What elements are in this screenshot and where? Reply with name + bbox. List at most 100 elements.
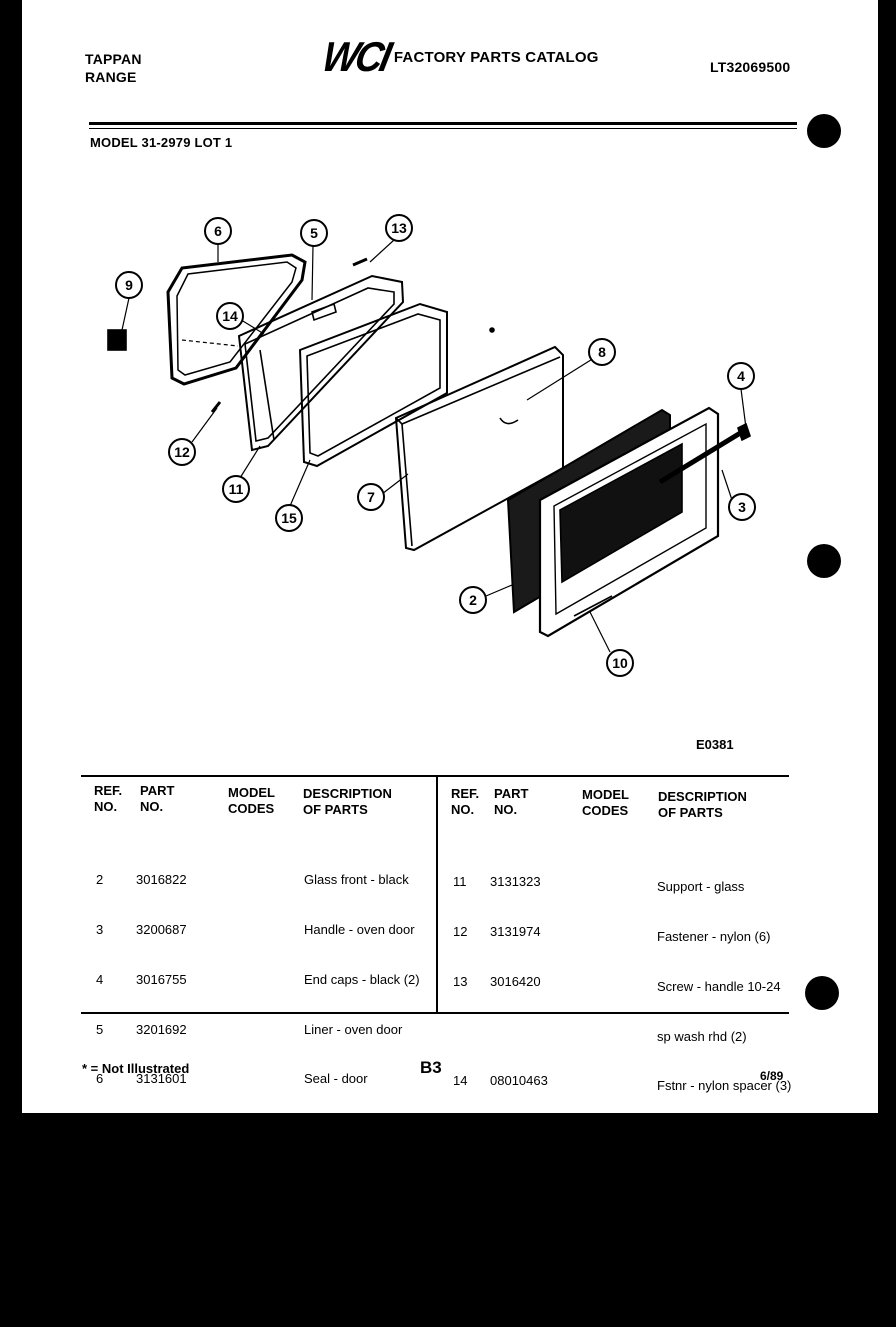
callout-numbers: 6 5 13 9 14 8 4 12 11 15 7 3 2 10 [125,220,746,671]
brand-block: TAPPAN RANGE [85,50,142,86]
description-cell: Support - glass [657,879,745,895]
header-model-codes: MODEL CODES [582,787,629,819]
callout-label: 13 [391,220,407,236]
header-description: DESCRIPTION OF PARTS [658,789,747,821]
ref-cell: 4 [96,971,104,987]
part-cell: 3131974 [490,923,541,939]
header-text: NO. [140,799,164,814]
part-cell: 3203480 [136,1270,187,1286]
ref-cell: 12 [453,923,468,939]
door-seal-part [166,253,307,386]
callout-label: 2 [469,592,477,608]
header-text: MODEL [582,787,629,802]
header-part-no: PART NO. [140,783,174,815]
catalog-number: LT32069500 [710,59,791,75]
catalog-title: FACTORY PARTS CATALOG [393,49,599,66]
description-cell: Screw 8x18x1/2" (3) [657,1128,774,1144]
description-cell: Screw 8x18x1/2" [657,1227,755,1243]
ref-cell: 2 [96,872,104,888]
figure-code: E0381 [696,737,734,752]
ref-cell: 11 [453,874,467,890]
ref-cell: 9 [96,1220,104,1236]
callout-label: 10 [612,655,628,671]
description-cell: Trim - oven door [304,1270,399,1286]
revision-date: 6/89 [760,1069,784,1083]
handle-screw-part [352,257,368,267]
header-text: DESCRIPTION [303,786,392,801]
model-line: MODEL 31-2979 LOT 1 [90,135,233,150]
header-part-no: PART NO. [494,786,528,818]
header-description: DESCRIPTION OF PARTS [303,786,392,818]
foam-seal-part [107,329,127,351]
part-cell: 3131601 [136,1071,187,1087]
right-description-column: Support - glass Fastener - nylon (6) Scr… [657,846,807,1327]
ref-cell: 6 [96,1071,104,1087]
callout-label: 5 [310,225,318,241]
ref-cell: 15 [453,1172,468,1188]
leader-lines [121,239,747,653]
header-text: OF PARTS [303,802,368,817]
description-cell: Insulation - oven door [657,1177,783,1193]
insulation-part [298,302,448,468]
right-part-column: 3131323 3131974 3016420 08010463 3131573… [490,841,574,1322]
door-liner-part [237,274,405,452]
exploded-parts-diagram: 6 5 13 9 14 8 4 12 11 15 7 3 2 10 [107,214,756,677]
ref-cell: 10 [96,1270,111,1286]
callout-label: 9 [125,277,133,293]
part-cell [490,1024,574,1041]
callout-label: 7 [367,489,375,505]
part-cell: 08010463 [490,1073,548,1089]
header-text: NO. [94,799,118,814]
part-cell: 3934033 [136,1220,187,1236]
binder-hole [807,544,841,578]
part-cell: 3016755 [136,971,187,987]
part-cell: 3201693 [136,1121,187,1137]
ref-cell: 3 [96,921,104,937]
description-cell: sp wash rhd (2) [657,1028,747,1044]
table-bottom-rule [81,1012,789,1014]
part-cell: 3016420 [490,973,541,989]
header-text: DESCRIPTION [658,789,747,804]
binder-hole [805,976,839,1010]
header-text: OF PARTS [658,805,723,820]
header-text: REF. [94,783,123,798]
ref-cell: * [453,1123,459,1139]
header-text: CODES [582,803,629,818]
footnote: * = Not Illustrated [82,1061,190,1076]
ref-cell: 14 [453,1073,468,1089]
ref-cell: 5 [96,1021,104,1037]
part-cell: 3131573 [490,1123,541,1139]
part-cell: 3051618 [490,1222,541,1238]
diagram-dot [489,327,495,333]
callout-label: 6 [214,223,222,239]
part-cell [490,1272,574,1289]
part-cell: 3201692 [136,1021,187,1037]
header-model-codes: MODEL CODES [228,785,275,817]
header-ref-no: REF. NO. [451,786,479,818]
description-cell: Shield - wool [304,1121,379,1137]
callout-label: 11 [229,481,244,497]
header-text: PART [140,783,175,798]
door-trim-part [538,406,720,638]
part-cell: 3131364 [490,1172,541,1188]
part-cell: 3131720 [136,1170,187,1186]
ref-cell: 8 [96,1170,104,1186]
description-cell: Fstnr - nylon spacer (3) [657,1078,792,1094]
header-ref-no: REF. NO. [94,783,122,815]
callout-label: 4 [737,368,745,384]
header-rule-thin [89,128,797,129]
table-top-rule [81,775,789,777]
left-part-column: 3016822 3200687 3016755 3201692 3131601 … [136,839,216,1320]
description-cell: Fastener - nylon (6) [657,928,771,944]
header-text: MODEL [228,785,275,800]
fastener-part [210,401,222,413]
callout-label: 12 [174,444,190,460]
description-cell: Glass front - black [304,872,409,888]
description-cell: Seal - door [304,1071,368,1087]
callout-label: 8 [598,344,606,360]
catalog-page: TAPPAN RANGE WCI FACTORY PARTS CATALOG L… [22,0,878,1292]
header-text: NO. [494,802,518,817]
ref-cell [453,1024,487,1041]
part-cell: 3131323 [490,874,541,890]
description-cell: Clip - retainer (2) [304,1170,402,1186]
